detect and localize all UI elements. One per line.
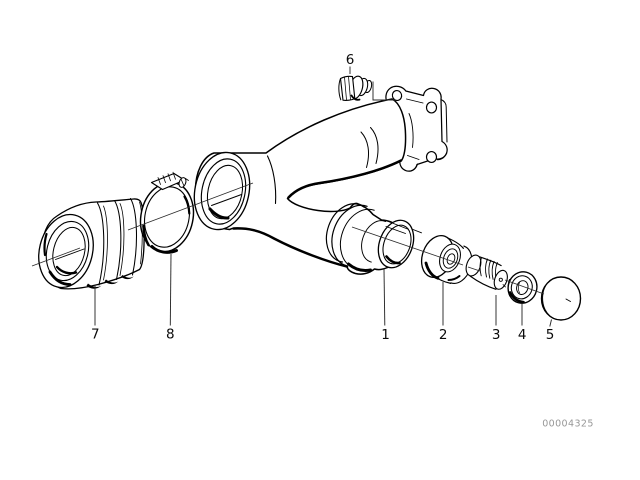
nut-bore <box>516 280 529 295</box>
opening-bore-shadow <box>208 207 230 220</box>
opening-inner-lip <box>200 158 247 225</box>
pin-center-hole <box>498 277 503 282</box>
flange-hole-top-right <box>425 101 438 114</box>
arm-end-part-1 <box>325 203 422 272</box>
boot-bore-chord <box>55 248 85 260</box>
cover-cap-part-5 <box>540 276 582 321</box>
leader-lines <box>94 66 552 327</box>
boot-face-bore <box>52 226 86 277</box>
boot-face-mid <box>45 220 90 282</box>
nut-shadow <box>508 291 525 304</box>
boot-face-shadow <box>48 270 72 286</box>
tube-bottom-heavy-edge <box>287 159 403 199</box>
ring-nut-part-4 <box>507 271 538 304</box>
axis-centerlines <box>31 182 545 295</box>
flange-hole-top-left <box>391 89 403 102</box>
callout-label-4: 4 <box>518 327 527 343</box>
callout-labels: 1 2 3 4 5 6 7 8 <box>91 52 554 343</box>
leader-1 <box>383 268 386 326</box>
bolt-head-left-edge <box>338 78 342 101</box>
callout-label-3: 3 <box>492 327 501 343</box>
collar-ring-2 <box>331 204 382 268</box>
swing-arm <box>193 98 422 275</box>
leader-8 <box>169 253 172 326</box>
arm-end-bore-chords <box>385 221 422 234</box>
flange-bolt-part-6 <box>338 75 373 101</box>
boot-rib-shadows <box>86 275 134 289</box>
bolt-head-knurl <box>344 76 351 101</box>
boot-bore-shadow <box>55 265 78 275</box>
pin-bottom-edge <box>469 275 497 290</box>
opening-bore <box>206 164 244 220</box>
leader-6 <box>349 66 396 101</box>
tube-seam-lines <box>360 127 379 168</box>
nut-bore-thread <box>518 282 520 294</box>
boot-face-outer <box>38 213 94 289</box>
callout-label-5: 5 <box>546 327 555 343</box>
clamp-inner-ring <box>144 186 190 248</box>
pin-right-face <box>493 269 508 290</box>
rubber-boot-part-7 <box>38 197 145 290</box>
axis-centerline-right <box>351 226 545 295</box>
arm-underside-heavy-edge <box>232 227 349 268</box>
callout-label-7: 7 <box>91 327 100 343</box>
hose-clamp-part-8 <box>139 171 195 254</box>
arm-end-bore-shadow <box>385 255 401 265</box>
callout-label-6: 6 <box>346 52 355 68</box>
bushing-bore-ring-2 <box>442 248 459 269</box>
clamp-screw-slot <box>180 178 189 187</box>
doc-number: 00004325 <box>542 419 594 430</box>
cap-rim-line <box>542 285 557 320</box>
junction-edge <box>266 155 277 205</box>
clamp-band-shadow-right <box>183 195 191 215</box>
opening-bore-chord <box>211 194 242 206</box>
arm-end-bore <box>382 224 412 265</box>
collar-under-shadow <box>347 262 372 272</box>
leader-5 <box>549 319 552 327</box>
bushing-shadow <box>424 261 440 280</box>
clamp-band-shadow-left <box>142 224 150 247</box>
callout-label-2: 2 <box>439 327 448 343</box>
neck-ring <box>361 220 394 263</box>
cap-highlight-tick <box>565 298 571 302</box>
flange-surface-lines <box>406 98 424 160</box>
bushing-bore-ring-1 <box>439 243 461 273</box>
cap-outline <box>540 276 582 321</box>
callout-label-8: 8 <box>166 327 175 343</box>
clamp-screw-knurl <box>157 171 176 185</box>
pin-threads <box>485 258 498 282</box>
nut-left-edge <box>507 279 511 297</box>
pivot-tube-opening <box>193 151 251 231</box>
callout-label-1: 1 <box>381 327 390 343</box>
threaded-pin-part-3 <box>465 254 508 290</box>
axis-centerline-left <box>31 182 254 267</box>
flange-hole-bottom-right <box>425 151 438 163</box>
pin-face-tick <box>502 284 506 288</box>
clamp-band-shadow-bottom <box>150 245 178 254</box>
pin-shank-divider <box>479 257 482 277</box>
clamp-worm-screw <box>150 171 189 191</box>
boot-rib-lines <box>96 197 138 286</box>
bolt-shadow <box>350 94 361 101</box>
bushing-bore-ring-3 <box>446 253 456 265</box>
flange-thickness-edge <box>409 99 448 172</box>
bushing-shadow-small <box>447 275 461 281</box>
boot-face-shadow-left <box>43 232 48 257</box>
